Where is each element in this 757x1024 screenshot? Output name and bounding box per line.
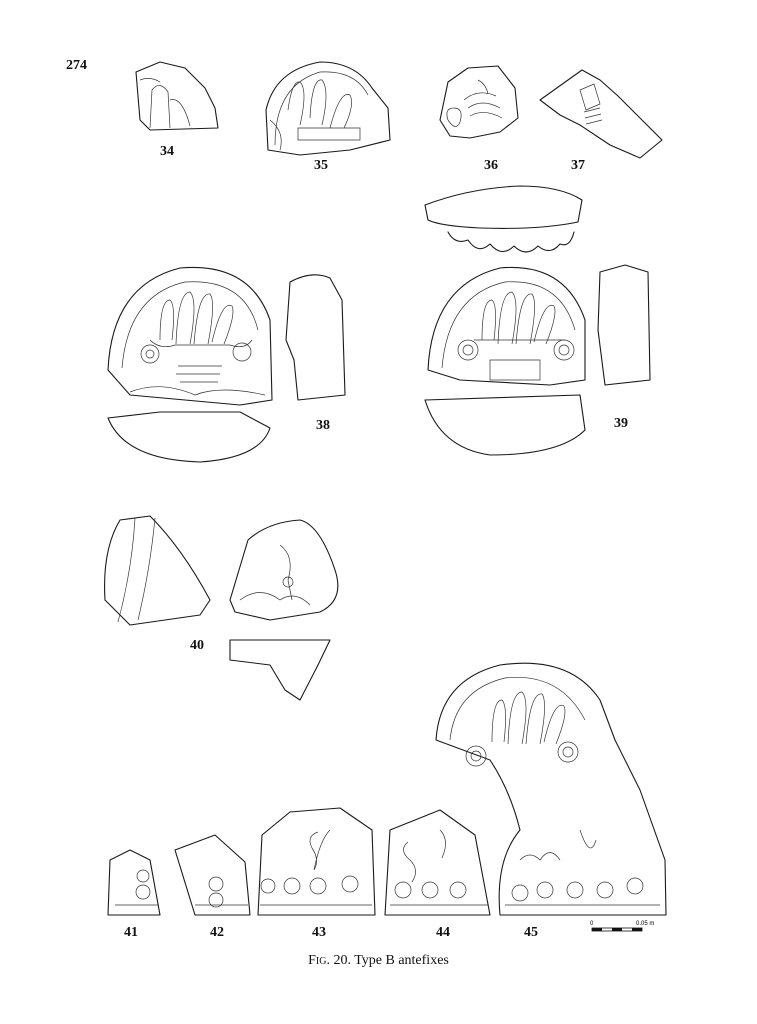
scale-bar: 0 0.05 m (590, 921, 654, 932)
fragment-37-drawing (539, 69, 663, 159)
fragment-41-drawing (107, 849, 161, 916)
scale-bar-start-label: 0 (590, 921, 594, 927)
fragment-42-drawing (174, 834, 251, 916)
figure-label: Fig. 20. (308, 953, 351, 968)
figure-caption: Fig. 20. Type B antefixes (0, 953, 757, 969)
fragment-43-drawing (257, 807, 376, 916)
fragment-39-pan-tile-drawing (424, 185, 583, 253)
catalog-number-36: 36 (484, 158, 498, 173)
page-number: 274 (66, 58, 87, 73)
scale-bar-end-label: 0.05 m (636, 921, 654, 927)
fragment-38-drawing (107, 266, 346, 463)
catalog-number-45: 45 (524, 925, 538, 940)
fragment-39-drawing (424, 264, 651, 456)
catalog-number-39: 39 (614, 416, 628, 431)
catalog-number-43: 43 (312, 925, 326, 940)
catalog-number-35: 35 (314, 158, 328, 173)
fragment-44-drawing (384, 809, 491, 916)
catalog-number-41: 41 (124, 925, 138, 940)
catalog-number-44: 44 (436, 925, 450, 940)
catalog-number-38: 38 (316, 418, 330, 433)
fragment-35-drawing (265, 61, 391, 156)
catalog-number-37: 37 (571, 158, 585, 173)
fragment-34-drawing (135, 61, 219, 131)
fragment-40-drawing (104, 515, 339, 701)
catalog-number-42: 42 (210, 925, 224, 940)
fragment-45-drawing (435, 662, 667, 916)
figure-title: Type B antefixes (354, 953, 449, 968)
fragment-36-drawing (439, 65, 519, 139)
catalog-number-34: 34 (160, 144, 174, 159)
catalog-number-40: 40 (190, 638, 204, 653)
